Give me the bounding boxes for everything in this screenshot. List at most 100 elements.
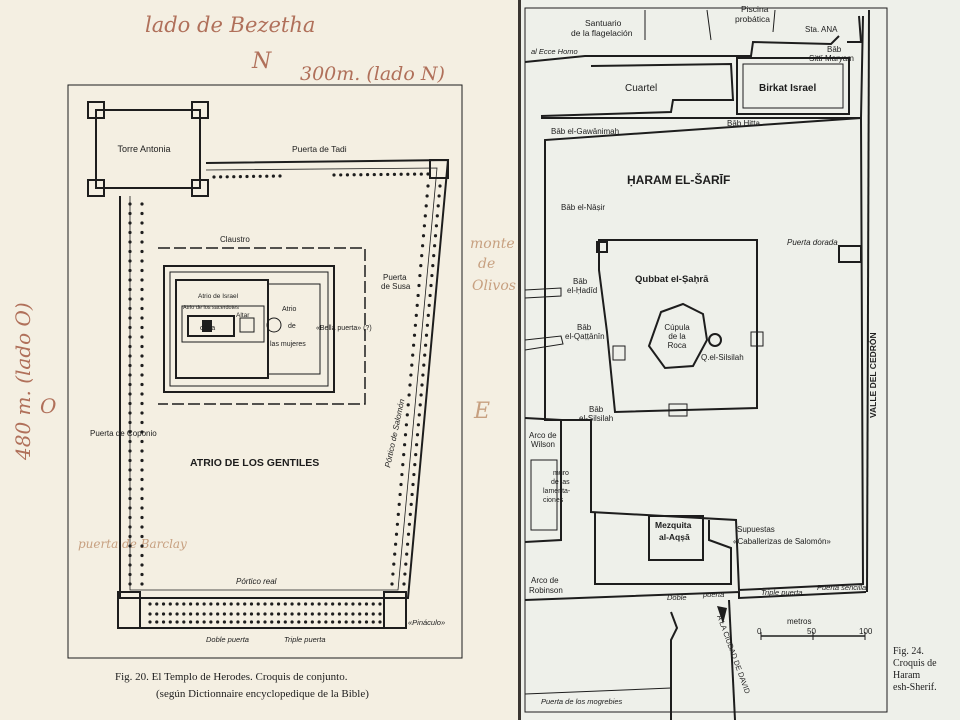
column-dot [433, 234, 438, 238]
note-barclay: puerta de Barclay [78, 537, 187, 551]
column-dot [236, 620, 240, 624]
column-dot [140, 268, 144, 273]
column-dot [283, 612, 287, 616]
column-dot [378, 620, 382, 624]
column-dot [140, 468, 144, 472]
label-q-silsilah: Q.el-Silsilah [701, 353, 744, 362]
column-dot [415, 443, 419, 447]
column-dot [195, 612, 199, 616]
column-dot [182, 620, 186, 624]
column-dot [401, 463, 405, 467]
column-dot [317, 612, 321, 616]
column-dot [417, 283, 421, 288]
note-west-dimension: 480 m. (lado O) [11, 302, 35, 461]
column-dot [344, 602, 348, 606]
column-dot [270, 612, 274, 616]
column-dot [128, 382, 132, 387]
label-claustro: Claustro [220, 235, 250, 244]
column-dot [128, 230, 132, 235]
column-dot [420, 254, 424, 258]
column-dot [399, 172, 403, 176]
column-dot [393, 552, 397, 556]
column-dot [419, 264, 423, 268]
column-dot [140, 306, 144, 311]
column-dot [140, 335, 144, 339]
column-dot [351, 620, 355, 624]
label-portico-real: Pórtico real [236, 577, 277, 586]
column-dot [209, 620, 213, 624]
column-dot [332, 173, 336, 177]
column-dot [394, 532, 399, 536]
column-dot [415, 433, 420, 437]
label-triple-puerta: Triple puerta [284, 635, 326, 644]
column-dot [422, 224, 426, 228]
label-doble: Doble [667, 593, 687, 602]
label-atrio-sacerdotes: Atrio de los sacerdotes [183, 305, 239, 311]
column-dot [128, 544, 132, 548]
column-dot [202, 602, 206, 606]
column-dot [371, 612, 375, 616]
column-dot [395, 522, 399, 526]
column-dot [435, 214, 439, 218]
label-letters-cba: c b a [200, 325, 215, 332]
column-dot [229, 602, 233, 606]
column-dot [414, 453, 418, 457]
column-dot [243, 620, 247, 624]
column-dot [290, 602, 294, 606]
column-dot [128, 496, 132, 501]
column-dot [128, 553, 132, 558]
column-dot [303, 620, 308, 624]
column-dot [161, 612, 166, 616]
column-dot [140, 487, 144, 491]
birkat-israel-pool [736, 57, 850, 115]
column-dot [140, 411, 144, 415]
column-dot [317, 620, 321, 624]
column-dot [140, 430, 144, 434]
column-dot [188, 620, 193, 624]
torre-antonia [95, 109, 201, 189]
column-dot [155, 602, 159, 606]
column-dot [155, 612, 159, 616]
column-dot [128, 515, 132, 520]
column-dot [128, 278, 132, 282]
column-dot [128, 401, 132, 406]
column-dot [324, 602, 328, 606]
column-dot [140, 582, 144, 586]
column-dot [400, 472, 404, 477]
column-dot [236, 612, 240, 616]
column-dot [424, 343, 428, 347]
column-dot [128, 411, 132, 415]
label-portico-salomon: Pórtico de Salomón [383, 398, 406, 469]
column-dot [404, 562, 408, 566]
label-bab-hitta: Bāb Hitta [727, 119, 760, 128]
column-dot [420, 383, 424, 387]
column-dot [418, 273, 422, 278]
column-dot [202, 620, 206, 624]
column-dot [424, 204, 428, 208]
column-dot [364, 602, 369, 606]
column-dot [297, 620, 301, 624]
column-dot [188, 612, 193, 616]
column-dot [128, 563, 132, 567]
column-dot [365, 173, 370, 177]
column-dot [411, 482, 415, 487]
column-dot [140, 563, 144, 567]
column-dot [344, 620, 348, 624]
column-dot [140, 534, 144, 539]
scale-tick-50: 50 [807, 627, 816, 636]
label-atrio-israel: Atrio de Israel [198, 293, 239, 300]
column-dot [396, 512, 400, 516]
column-dot [182, 612, 186, 616]
column-dot [351, 602, 355, 606]
label-puerta: puerta [702, 590, 724, 599]
column-dot [406, 532, 411, 536]
column-dot [276, 612, 281, 616]
column-dot [140, 401, 144, 406]
portico-colonnades [128, 172, 442, 624]
column-dot [128, 525, 132, 529]
column-dot [406, 172, 410, 176]
note-east-2: de [478, 256, 495, 272]
column-dot [128, 534, 132, 539]
column-dot [128, 430, 132, 434]
